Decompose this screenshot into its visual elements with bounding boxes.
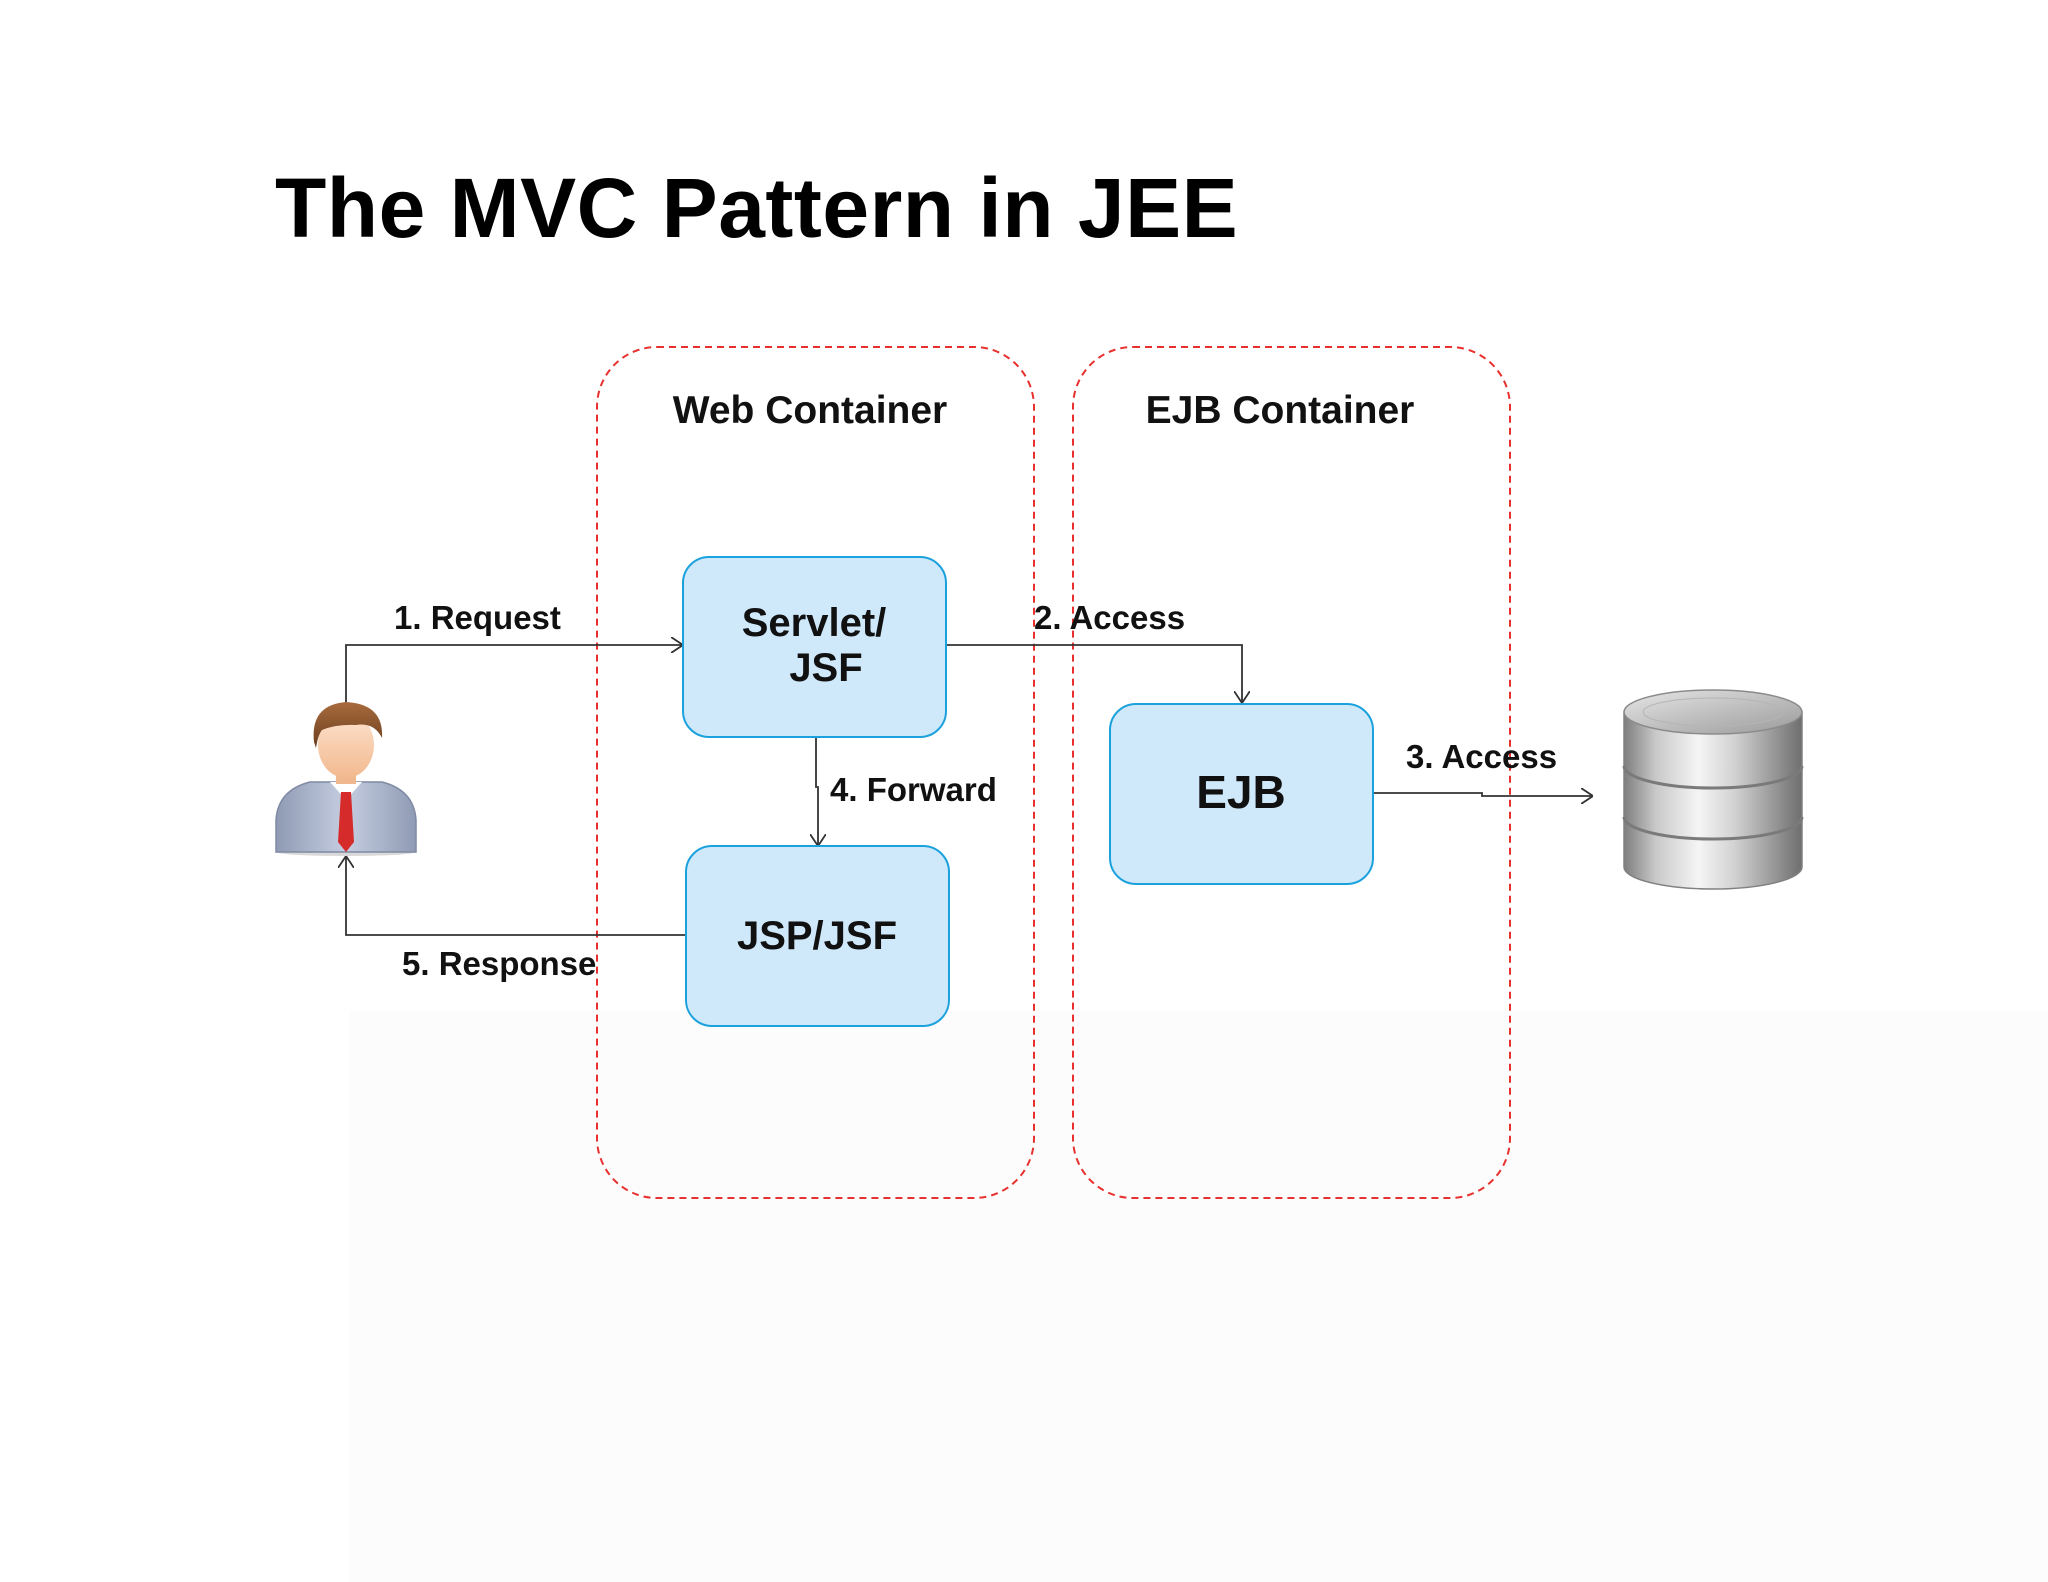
ejb-container-label: EJB Container bbox=[1146, 389, 1415, 432]
forward-arrow bbox=[816, 738, 818, 845]
access-ejb-arrow bbox=[947, 644, 1242, 702]
jsp-jsf-box bbox=[685, 845, 950, 1027]
request-arrow bbox=[345, 645, 682, 703]
response-label: 5. Response bbox=[402, 945, 596, 982]
ejb-box bbox=[1109, 703, 1374, 885]
response-arrow bbox=[346, 857, 686, 936]
access-ejb-label: 2. Access bbox=[1034, 599, 1185, 636]
web-container bbox=[596, 346, 1035, 1199]
access-db-label: 3. Access bbox=[1406, 738, 1557, 775]
forward-label: 4. Forward bbox=[830, 771, 997, 808]
request-label: 1. Request bbox=[394, 599, 561, 636]
database-icon bbox=[1622, 689, 1804, 890]
access-db-arrow bbox=[1374, 793, 1592, 796]
servlet-label-line1: Servlet/ bbox=[742, 601, 887, 645]
servlet-label-line2: JSF bbox=[789, 646, 862, 690]
ejb-container bbox=[1072, 346, 1511, 1199]
background-panel bbox=[350, 1010, 2048, 1582]
web-container-label: Web Container bbox=[673, 389, 947, 432]
servlet-jsf-box bbox=[682, 556, 947, 738]
user-icon bbox=[275, 702, 417, 856]
jsp-jsf-label: JSP/JSF bbox=[737, 914, 897, 958]
page-title: The MVC Pattern in JEE bbox=[275, 161, 1239, 255]
ejb-label: EJB bbox=[1196, 766, 1285, 818]
